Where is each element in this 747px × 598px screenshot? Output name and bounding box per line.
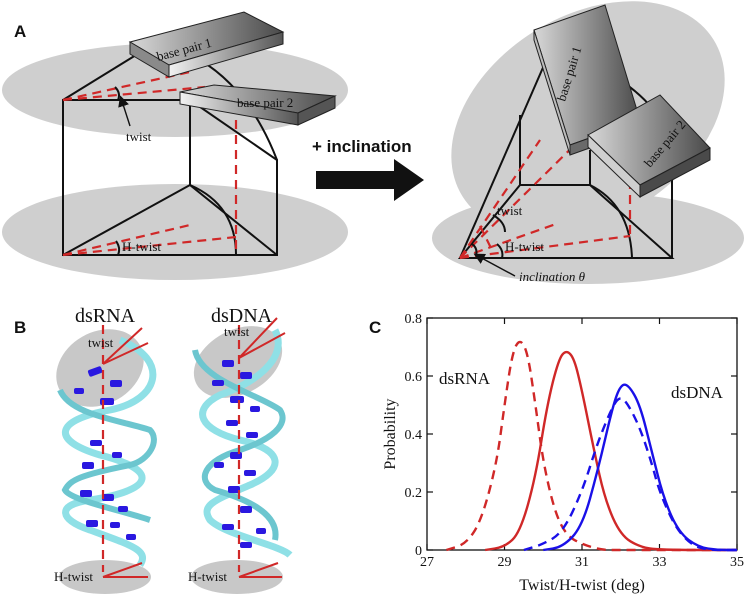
h-twist-label-left: H-twist — [122, 239, 161, 254]
bottom-ellipse-right — [432, 192, 744, 284]
dsrna-twist-label: twist — [88, 335, 114, 350]
dsrna-title: dsRNA — [75, 305, 136, 327]
dsrna-helix: twist H-twist — [54, 325, 157, 594]
dsdna-solid-curve — [543, 383, 737, 552]
big-right-arrow — [316, 159, 424, 201]
dash-r-1 — [459, 139, 541, 259]
probability-chart: 27 29 31 33 35 0 0.2 0.4 0.6 0.8 Probability Twis… — [382, 312, 744, 594]
dsrna-backbone-2 — [57, 388, 157, 523]
inclination-pointer-arrow — [473, 253, 516, 277]
base-pair-1-slab-left: base pair 1 — [128, 11, 285, 78]
inclination-arrow: + inclination — [312, 137, 424, 201]
dsrna-backbone-1 — [62, 336, 157, 567]
panel-c: C 27 29 31 33 35 0 0.2 0.4 0.6 0.8 Probability Tw… — [369, 312, 744, 594]
dsdna-helix: twist H-twist — [188, 317, 293, 594]
y-tick-label: 0.6 — [405, 370, 423, 385]
panel-a-letter: A — [14, 22, 26, 41]
x-tick-label: 33 — [653, 555, 667, 570]
base-pair-2-slab-left: base pair 2 — [179, 84, 337, 126]
chart-y-axis-label: Probability — [382, 398, 399, 469]
dsdna-twist-lines — [238, 317, 286, 359]
right-arc-bottom — [589, 184, 633, 259]
dsrna-solid-curve — [484, 350, 737, 552]
cube-front-left — [62, 99, 278, 256]
dsdna-twist-label: twist — [224, 324, 250, 339]
panel-b: B dsRNA dsDNA — [14, 305, 293, 594]
dsrna-h-twist-lines — [102, 562, 148, 578]
cube-top-edge-left — [62, 54, 137, 101]
dsrna-twist-lines — [102, 327, 149, 365]
dsdna-bases — [212, 360, 266, 548]
dsdna-h-twist-lines — [238, 562, 282, 578]
dsdna-h-twist-label: H-twist — [188, 569, 227, 584]
chart-annotation-dsdna: dsDNA — [671, 383, 724, 402]
base-pair-2-slab-right: base pair 2 — [587, 94, 711, 199]
h-twist-label-right: H-twist — [505, 239, 544, 254]
base-pair-2-label-left: base pair 2 — [237, 95, 293, 110]
right-edge-1 — [459, 39, 556, 259]
x-tick-label: 29 — [498, 555, 512, 570]
y-tick-label: 0.4 — [405, 428, 423, 443]
h-twist-arc-right — [496, 243, 504, 259]
twist-label-left: twist — [126, 129, 152, 144]
dsrna-dashed-curve — [446, 340, 737, 552]
dsdna-dashed-curve — [523, 397, 737, 552]
bottom-ellipse-left — [2, 184, 348, 280]
left-cube-diagram: twist H-twist base pair 1 base pair 2 — [2, 11, 348, 280]
twist-arc-right — [492, 214, 506, 233]
y-tick-label: 0.2 — [405, 486, 423, 501]
dsrna-h-twist-label: H-twist — [54, 569, 93, 584]
x-tick-label: 31 — [575, 555, 589, 570]
chart-annotation-dsrna: dsRNA — [439, 369, 491, 388]
h-twist-angle-arc — [115, 240, 121, 256]
chart-axes: 27 29 31 33 35 0 0.2 0.4 0.6 0.8 — [405, 312, 745, 570]
cube-back-edge-left — [62, 184, 191, 256]
y-tick-label: 0.8 — [405, 312, 423, 327]
chart-frame — [426, 317, 738, 551]
dsdna-title: dsDNA — [211, 305, 273, 327]
dsrna-bases — [74, 366, 136, 540]
x-tick-label: 27 — [420, 555, 434, 570]
twist-pointer-arrow — [118, 95, 131, 127]
inclination-label: inclination θ — [519, 269, 586, 284]
twist-label-right: twist — [497, 203, 523, 218]
dash-r-3 — [459, 234, 631, 260]
x-tick-label: 35 — [730, 555, 744, 570]
dash-r-5 — [479, 225, 493, 251]
panel-c-letter: C — [369, 318, 381, 337]
chart-series-group — [446, 340, 737, 552]
y-tick-label: 0 — [415, 544, 422, 559]
chart-x-axis-label: Twist/H-twist (deg) — [519, 577, 645, 594]
inclination-arrow-label: + inclination — [312, 137, 412, 156]
panel-a: A twist H-twist — [2, 1, 744, 284]
dash-bottom-1 — [62, 223, 191, 257]
right-cube-diagram: twist H-twist inclination θ base pair 1 … — [432, 1, 744, 284]
dash-top-2 — [62, 85, 206, 102]
panel-b-letter: B — [14, 318, 26, 337]
